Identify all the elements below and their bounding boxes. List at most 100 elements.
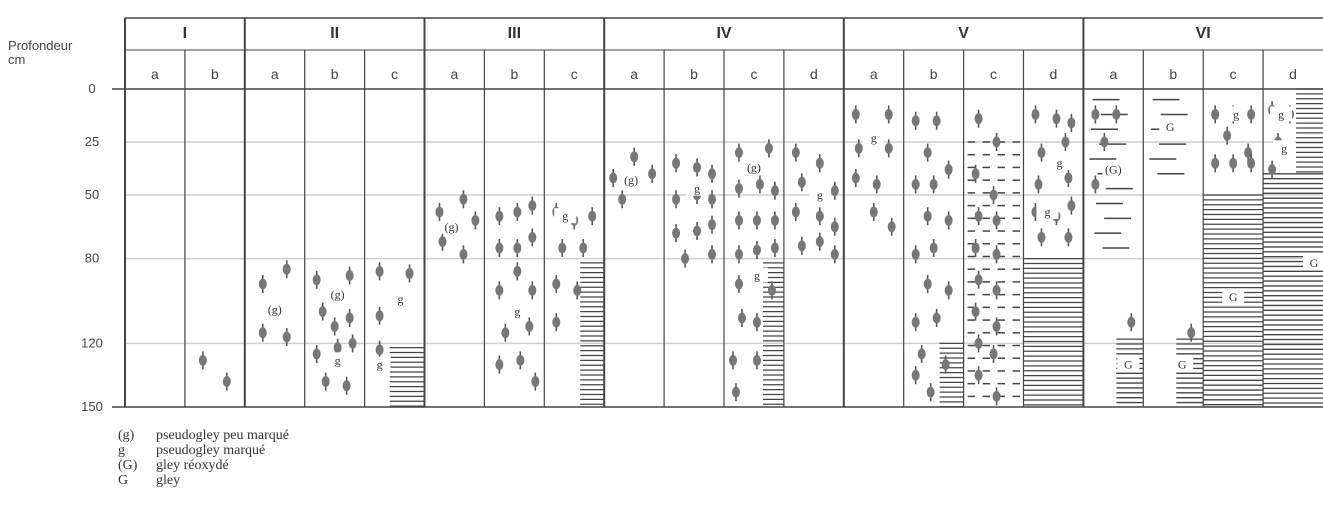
mottle-mark <box>816 154 824 172</box>
mottle-mark <box>1229 154 1237 172</box>
horizon-label: g <box>562 209 568 223</box>
horizon-label: g <box>1233 107 1239 121</box>
profile-II-a: (g) <box>259 260 291 346</box>
profile-III-b: g <box>495 197 539 391</box>
mottle-mark <box>283 260 291 278</box>
mottle-mark <box>406 264 414 282</box>
legend-item: G gley <box>118 473 289 488</box>
mottle-mark <box>558 239 566 257</box>
mottle-mark <box>1064 228 1072 246</box>
mottle-mark <box>993 281 1001 299</box>
column-label: c <box>571 66 578 82</box>
profile-IV-b: g <box>672 154 716 267</box>
mottle-mark <box>729 351 737 369</box>
profile-III-a: (g) <box>435 190 479 263</box>
group-label: V <box>958 25 969 42</box>
mottle-mark <box>831 245 839 263</box>
profile-II-c: gg <box>369 262 425 406</box>
profile-VI-b: GG <box>1149 100 1203 403</box>
mottle-mark <box>975 207 983 225</box>
horizon-label: g <box>1044 205 1050 219</box>
profile-columns: (g)(g)ggg(g)gg(g)g(g)ggggg(G)GGGgGggG <box>199 89 1323 407</box>
mottle-mark <box>924 207 932 225</box>
mottle-mark <box>459 190 467 208</box>
mottle-mark <box>1037 228 1045 246</box>
mottle-mark <box>376 262 384 280</box>
mottle-mark <box>753 313 761 331</box>
column-label: a <box>151 66 159 82</box>
mottle-mark <box>528 281 536 299</box>
mottle-mark <box>990 186 998 204</box>
profile-IV-c: (g)g <box>729 139 784 404</box>
mottle-mark <box>525 317 533 335</box>
mottle-mark <box>513 203 521 221</box>
profile-IV-d: g <box>792 144 839 264</box>
mottle-mark <box>816 207 824 225</box>
horizon-label: g <box>1278 107 1284 121</box>
mottle-mark <box>708 190 716 208</box>
mottle-mark <box>1091 105 1099 123</box>
gley-hatch <box>580 263 604 404</box>
column-label: c <box>1230 66 1237 82</box>
horizon-label: (g) <box>747 160 761 174</box>
mottle-mark <box>1052 110 1060 128</box>
mottle-mark <box>313 345 321 363</box>
mottle-mark <box>927 383 935 401</box>
mottle-mark <box>579 239 587 257</box>
horizon-label: (G) <box>1105 163 1122 177</box>
mottle-mark <box>693 222 701 240</box>
mottle-mark <box>735 245 743 263</box>
mottle-mark <box>618 190 626 208</box>
mottle-mark <box>975 366 983 384</box>
mottle-mark <box>888 218 896 236</box>
mottle-mark <box>873 175 881 193</box>
horizon-label: g <box>871 131 877 145</box>
legend-item: (g) pseudogley peu marqué <box>118 428 289 443</box>
mottle-mark <box>573 281 581 299</box>
mottle-mark <box>708 245 716 263</box>
mottle-mark <box>990 345 998 363</box>
group-label: I <box>183 25 187 42</box>
group-label: II <box>330 25 339 42</box>
gley-hatch <box>390 348 425 407</box>
legend: (g) pseudogley peu marqué g pseudogley m… <box>118 428 289 488</box>
mottle-mark <box>912 112 920 130</box>
profile-IV-a: (g) <box>609 148 656 208</box>
mottle-mark <box>912 366 920 384</box>
mottle-mark <box>792 144 800 162</box>
mottle-mark <box>346 267 354 285</box>
mottle-mark <box>708 165 716 183</box>
column-label: d <box>1050 66 1058 82</box>
mottle-mark <box>738 309 746 327</box>
profile-VI-a: (G)G <box>1089 100 1143 403</box>
mottle-mark <box>972 239 980 257</box>
mottle-mark <box>459 245 467 263</box>
mottle-mark <box>885 105 893 123</box>
mottle-mark <box>831 182 839 200</box>
mottle-mark <box>331 317 339 335</box>
depth-tick-label: 150 <box>81 399 103 414</box>
mottle-mark <box>975 271 983 289</box>
mottle-mark <box>933 309 941 327</box>
column-label: b <box>930 66 938 82</box>
mottle-mark <box>435 203 443 221</box>
horizon-label: g <box>1056 156 1062 170</box>
mottle-mark <box>513 262 521 280</box>
mottle-mark <box>870 203 878 221</box>
mottle-mark <box>343 377 351 395</box>
depth-tick-label: 50 <box>85 187 99 202</box>
depth-tick-label: 25 <box>85 134 99 149</box>
mottle-mark <box>259 324 267 342</box>
depth-ticks: 0255080120150 <box>81 81 103 414</box>
profile-I-b <box>199 351 231 390</box>
mottle-mark <box>1031 105 1039 123</box>
mottle-mark <box>223 373 231 391</box>
group-label: IV <box>716 25 731 42</box>
legend-item: g pseudogley marqué <box>118 443 289 458</box>
column-label: b <box>211 66 219 82</box>
legend-symbol: (g) <box>118 428 156 443</box>
mottle-mark <box>528 197 536 215</box>
horizon-label: G <box>1229 290 1238 304</box>
mottle-mark <box>672 224 680 242</box>
mottle-mark <box>816 233 824 251</box>
